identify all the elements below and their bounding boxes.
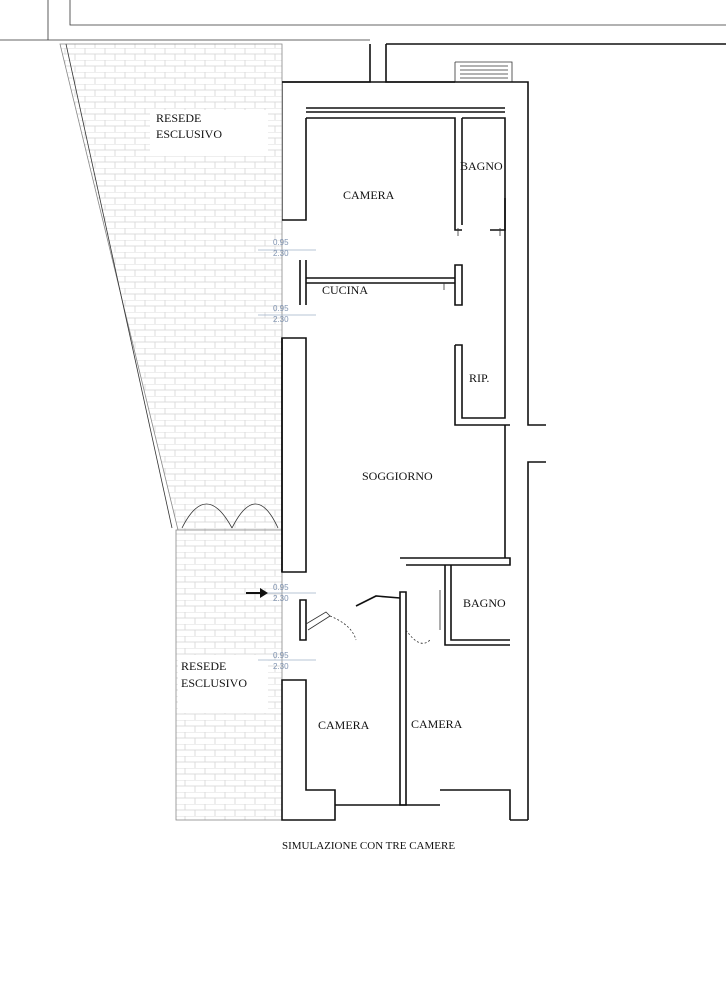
label-camera-top: CAMERA: [343, 188, 395, 202]
label-camera-bottom-left: CAMERA: [318, 718, 370, 732]
opening-1-width: 0.95: [273, 238, 289, 247]
label-soggiorno: SOGGIORNO: [362, 469, 433, 483]
plan-caption: SIMULAZIONE CON TRE CAMERE: [282, 840, 455, 852]
courtyard-boundary-line: [65, 43, 173, 529]
opening-3-height: 2.30: [273, 594, 289, 603]
courtyard-label-bg-bottom: [178, 655, 268, 713]
courtyard-label-bg-top: [150, 110, 268, 156]
opening-4-width: 0.95: [273, 651, 289, 660]
dimension-lines: [258, 249, 316, 661]
label-resede-top-2: ESCLUSIVO: [156, 127, 222, 141]
label-resede-top-1: RESEDE: [156, 111, 201, 125]
entrance-arrow-icon: [246, 588, 268, 598]
label-resede-bottom-2: ESCLUSIVO: [181, 676, 247, 690]
label-rip: RIP.: [469, 371, 489, 385]
gate-arcs: [181, 503, 279, 529]
opening-2-width: 0.95: [273, 304, 289, 313]
opening-4-height: 2.30: [273, 662, 289, 671]
label-bagno-bottom: BAGNO: [463, 596, 506, 610]
apartment-walls: [281, 81, 528, 821]
opening-1-height: 2.30: [273, 249, 289, 258]
label-bagno-top: BAGNO: [460, 159, 503, 173]
opening-2-height: 2.30: [273, 315, 289, 324]
doors: [305, 228, 501, 644]
label-resede-bottom-1: RESEDE: [181, 659, 226, 673]
label-cucina: CUCINA: [322, 283, 368, 297]
label-camera-bottom-right: CAMERA: [411, 717, 463, 731]
opening-3-width: 0.95: [273, 583, 289, 592]
